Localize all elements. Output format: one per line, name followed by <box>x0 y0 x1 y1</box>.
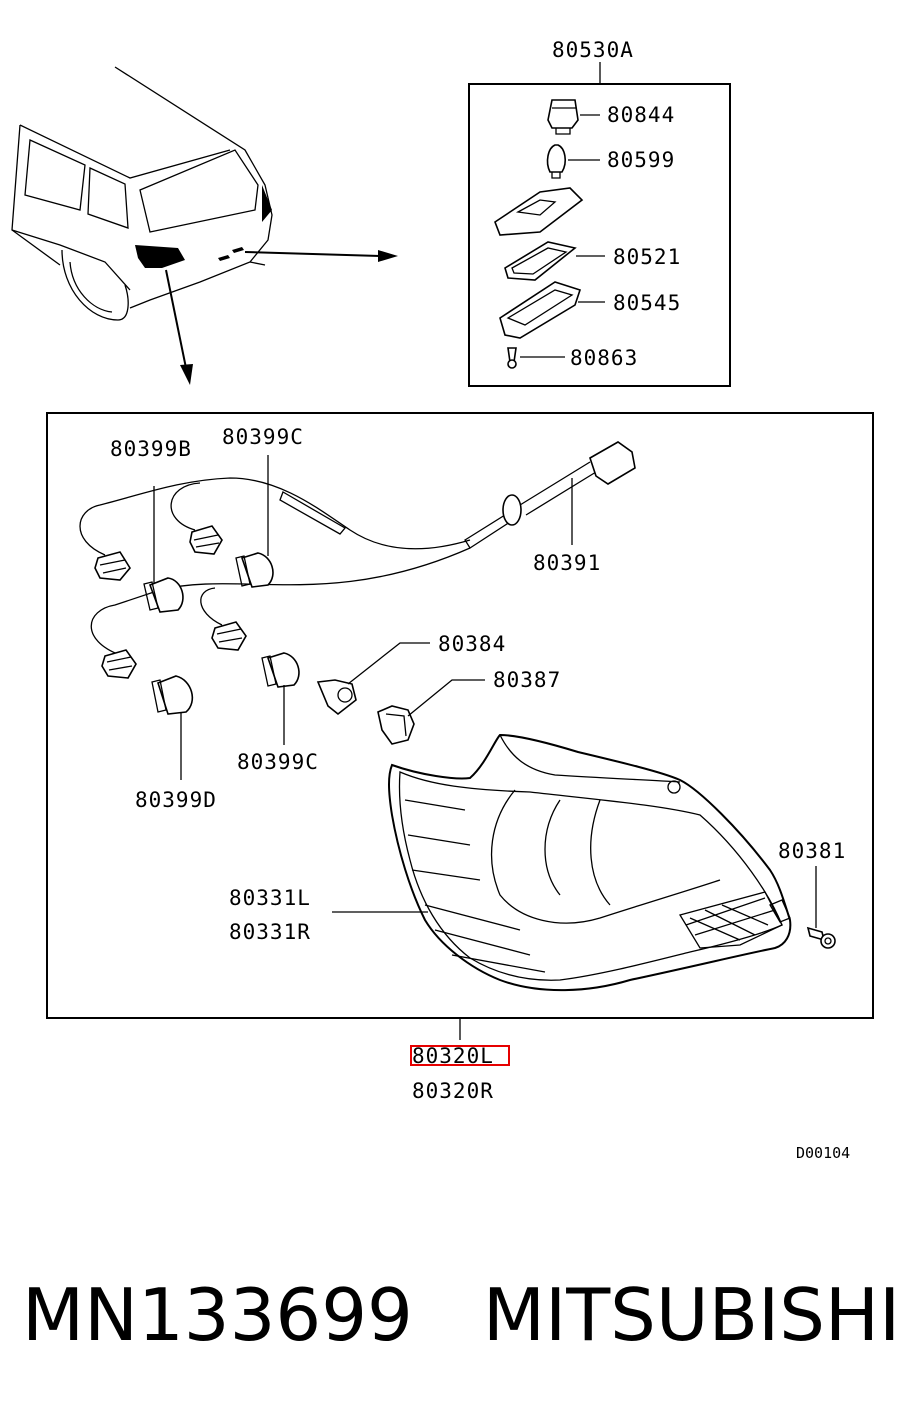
socket-c-top-icon <box>189 525 223 555</box>
tail-lamp-body-icon <box>388 733 792 992</box>
label-80530a: 80530A <box>552 38 634 62</box>
wire-harness <box>79 477 471 556</box>
label-80320l[interactable]: 80320L <box>412 1044 494 1068</box>
license-lamp-assembly: 80530A 80844 80599 80521 80545 80863 <box>468 38 731 387</box>
lens-housing-icon <box>499 281 582 339</box>
tail-lamp-assembly: 80391 <box>46 412 874 1019</box>
bulb-c-top-icon <box>235 552 274 588</box>
part-caption: MN133699 MITSUBISHI <box>22 1265 900 1375</box>
diagram-code: D00104 <box>796 1144 850 1162</box>
label-80863: 80863 <box>570 346 638 370</box>
label-80399b: 80399B <box>110 437 192 461</box>
label-80391: 80391 <box>533 551 601 575</box>
harness-grommet-icon <box>502 494 522 526</box>
label-80844: 80844 <box>607 103 675 127</box>
brand-name: MITSUBISHI <box>482 1273 901 1357</box>
bulb-icon <box>546 144 567 173</box>
gasket-icon <box>504 241 577 281</box>
grommet-80387-icon <box>377 705 415 745</box>
label-80320r: 80320R <box>412 1079 494 1103</box>
lamp-base-icon <box>494 187 584 236</box>
grommet-80384-icon <box>316 679 357 716</box>
highlight-box <box>410 1045 510 1066</box>
connector-icon <box>589 441 636 485</box>
label-80381: 80381 <box>778 839 846 863</box>
label-80331l: 80331L <box>229 886 311 910</box>
label-80599: 80599 <box>607 148 675 172</box>
label-80521: 80521 <box>613 245 681 269</box>
socket-lower-left-icon <box>101 649 137 679</box>
bulb-d-icon <box>151 675 194 715</box>
part-number: MN133699 <box>22 1273 413 1357</box>
socket-b-icon <box>94 551 131 581</box>
label-80384: 80384 <box>438 632 506 656</box>
label-80399c-top: 80399C <box>222 425 304 449</box>
label-80399d: 80399D <box>135 788 217 812</box>
socket-lower-mid-icon <box>211 621 247 651</box>
vehicle-rear-illustration <box>11 66 398 385</box>
bulb-c-bottom-icon <box>261 652 300 688</box>
label-80399c-bottom: 80399C <box>237 750 319 774</box>
bulb-b-icon <box>143 577 184 613</box>
label-80545: 80545 <box>613 291 681 315</box>
screw-80381-icon <box>806 926 836 949</box>
socket-icon <box>547 99 579 129</box>
label-80387: 80387 <box>493 668 561 692</box>
label-80331r: 80331R <box>229 920 311 944</box>
